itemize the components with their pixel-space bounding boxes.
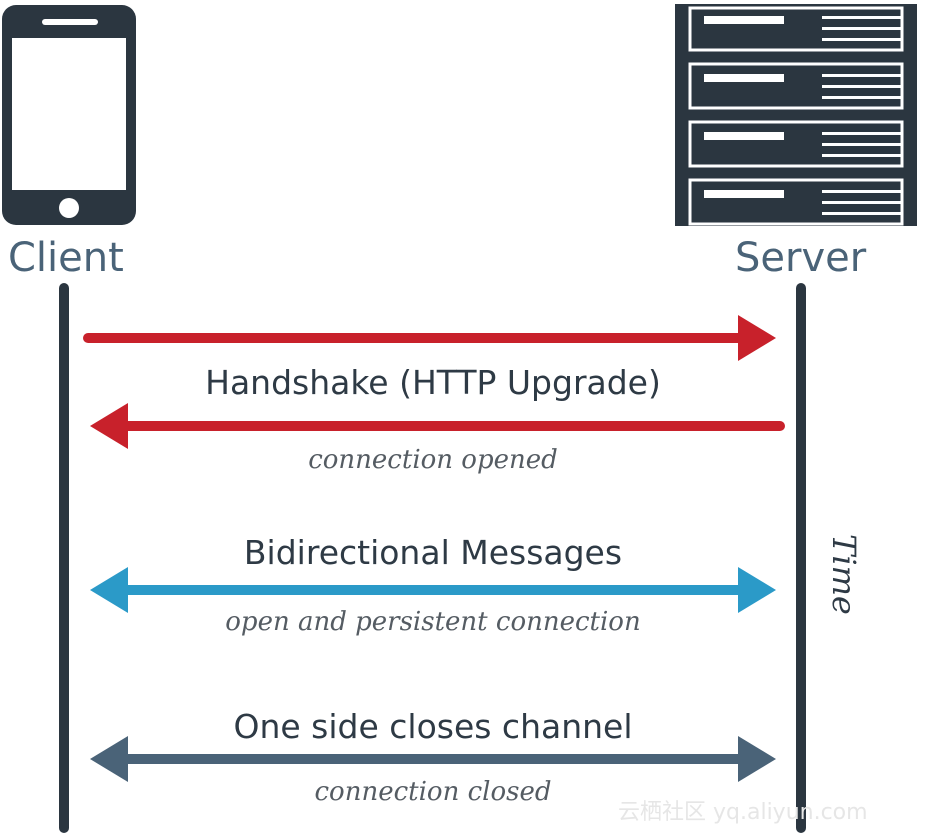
handshake-subtitle: connection opened: [308, 445, 558, 475]
bidirectional-title: Bidirectional Messages: [243, 533, 623, 572]
close-subtitle: connection closed: [314, 777, 552, 807]
bidirectional-subtitle: open and persistent connection: [225, 607, 641, 637]
bidirectional-arrow: [90, 567, 776, 613]
phone-icon: [2, 5, 136, 225]
server-label: Server: [735, 235, 867, 281]
server-unit: [688, 120, 904, 168]
close-arrow: [90, 736, 776, 782]
server-unit: [688, 62, 904, 110]
server-unit: [688, 178, 904, 226]
time-label: Time: [825, 534, 863, 615]
close-title: One side closes channel: [233, 707, 633, 746]
watermark: 云栖社区 yq.aliyun.com: [618, 800, 868, 825]
client-label: Client: [8, 235, 124, 281]
handshake-response-arrow: [90, 403, 785, 449]
server-icon: [675, 4, 917, 226]
server-unit: [688, 6, 904, 52]
handshake-request-arrow: [83, 315, 776, 361]
handshake-title: Handshake (HTTP Upgrade): [205, 363, 661, 402]
